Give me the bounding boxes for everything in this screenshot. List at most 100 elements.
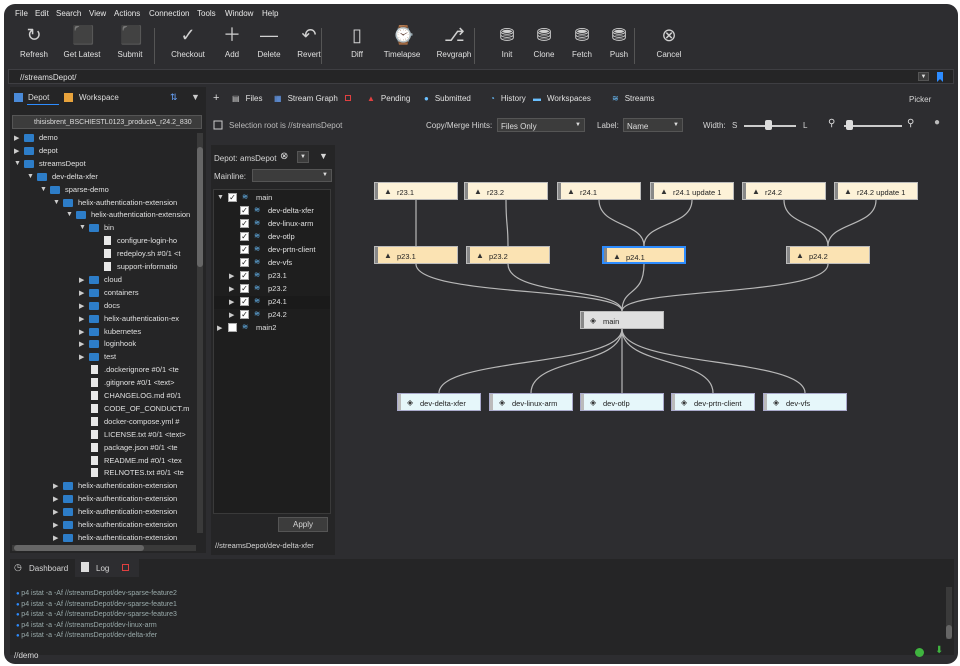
tab-history[interactable]: ◔History [490,94,526,103]
tree-item[interactable]: CODE_OF_CONDUCT.m [12,403,194,416]
stream-node-p24-1[interactable]: ▲p24.1 [602,246,686,264]
stream-item-dev-prtn-client[interactable]: ✓≋dev-prtn-client [240,244,316,254]
tab-workspaces[interactable]: ▬Workspaces [533,94,591,103]
stream-item-p24-1[interactable]: ▶✓≋p24.1 [214,296,330,309]
stream-checkbox[interactable]: ✓ [240,271,249,280]
stream-checkbox[interactable]: ✓ [240,297,249,306]
zoom-slider-thumb[interactable] [846,120,853,130]
stream-checkbox[interactable]: ✓ [240,284,249,293]
tree-item[interactable]: ▶helix-authentication-extension [53,494,178,504]
tree-item[interactable]: .dockerignore #0/1 <te [12,364,194,377]
filter-icon[interactable]: ▼ [191,92,200,102]
log-scrollbar[interactable] [946,587,952,639]
collapsed-arrow-icon[interactable]: ▶ [79,302,85,310]
zoom-out-icon[interactable]: ⚲ [828,118,836,129]
stream-node-p24-2[interactable]: ▲p24.2 [786,246,870,264]
add-tab-icon[interactable]: + [213,92,220,104]
tree-item[interactable]: configure-login-ho [12,235,194,248]
tree-item[interactable]: .gitignore #0/1 <text> [12,377,194,390]
tree-item[interactable]: ▼streamsDepot [14,158,86,168]
reset-zoom-icon[interactable]: ● [934,117,941,128]
tree-item[interactable]: ▶test [79,352,117,362]
collapsed-arrow-icon[interactable]: ▶ [53,522,59,529]
tree-item[interactable]: ▶helix-authentication-extension [53,481,178,491]
menu-view[interactable]: View [89,9,107,18]
tree-item[interactable]: redeploy.sh #0/1 <t [12,248,194,261]
tree-item[interactable]: ▼dev-delta-xfer [27,171,98,181]
diff-button[interactable]: ▯Diff [334,25,380,59]
collapsed-arrow-icon[interactable]: ▶ [79,315,85,323]
tree-item[interactable]: README.md #0/1 <tex [12,455,194,468]
close-log-icon[interactable] [122,564,129,571]
zoom-slider[interactable] [844,125,902,127]
filter-streams-icon[interactable]: ▼ [319,151,328,161]
tree-item[interactable]: ▼helix-authentication-extension [53,197,178,207]
expanded-arrow-icon[interactable]: ▼ [217,194,224,201]
init-button[interactable]: ⛃Init [484,25,530,59]
stream-item-dev-otlp[interactable]: ✓≋dev-otlp [240,231,295,241]
collapsed-arrow-icon[interactable]: ▶ [53,496,59,504]
tree-item[interactable]: ▶depot [14,145,58,155]
label-select[interactable]: Name▼ [623,118,683,132]
stream-graph[interactable]: ▲r23.1▲r23.2▲r24.1▲r24.1 update 1▲r24.2▲… [338,137,952,553]
download-icon[interactable]: ⬇ [935,645,944,656]
clone-button[interactable]: ⛃Clone [533,25,555,59]
expanded-arrow-icon[interactable]: ▼ [53,198,60,206]
collapsed-arrow-icon[interactable]: ▶ [14,135,20,142]
stream-item-p23-2[interactable]: ▶✓≋p23.2 [229,283,287,293]
menu-tools[interactable]: Tools [197,9,216,18]
tree-item[interactable]: docker-compose.yml # [12,416,194,429]
sort-icon[interactable]: ⇅ [170,92,178,102]
stream-node-dev-delta-xfer[interactable]: ◈dev-delta-xfer [397,393,481,411]
collapsed-arrow-icon[interactable]: ▶ [79,289,85,297]
stream-node-r24-1[interactable]: ▲r24.1 [557,182,641,200]
collapsed-arrow-icon[interactable]: ▶ [79,276,85,284]
tree-item[interactable]: ▶helix-authentication-ex [79,313,180,323]
clear-depot-icon[interactable]: ⊗ [280,151,289,162]
tree-item[interactable]: ▼bin [79,223,115,233]
cancel-button[interactable]: ⊗Cancel [656,25,682,59]
stream-node-dev-linux-arm[interactable]: ◈dev-linux-arm [489,393,573,411]
picker-label[interactable]: Picker [909,95,932,104]
menu-window[interactable]: Window [225,9,254,18]
tree-item[interactable]: ▼sparse-demo [40,184,109,194]
stream-item-dev-delta-xfer[interactable]: ✓≋dev-delta-xfer [240,205,314,215]
stream-checkbox[interactable] [228,323,237,332]
menu-help[interactable]: Help [262,9,279,18]
tree-scrollbar[interactable] [197,133,203,533]
width-slider-thumb[interactable] [765,120,772,130]
collapsed-arrow-icon[interactable]: ▶ [229,312,235,319]
stream-checkbox[interactable]: ✓ [240,258,249,267]
collapsed-arrow-icon[interactable]: ▶ [79,354,85,362]
tab-submitted[interactable]: ●Submitted [424,94,471,103]
revgraph-button[interactable]: ⎇Revgraph [436,25,472,59]
expanded-arrow-icon[interactable]: ▼ [66,211,73,219]
collapsed-arrow-icon[interactable]: ▶ [229,273,235,280]
tab-log[interactable]: Log [96,564,110,573]
stream-item-dev-linux-arm[interactable]: ✓≋dev-linux-arm [240,218,314,228]
expanded-arrow-icon[interactable]: ▼ [79,224,86,232]
stream-item-p24-2[interactable]: ▶✓≋p24.2 [229,309,287,319]
expanded-arrow-icon[interactable]: ▼ [27,172,34,180]
stream-node-dev-vfs[interactable]: ◈dev-vfs [763,393,847,411]
stream-item-p23-1[interactable]: ▶✓≋p23.1 [229,270,287,280]
stream-node-r23-2[interactable]: ▲r23.2 [464,182,548,200]
tree-item[interactable]: ▶helix-authentication-extension [53,532,178,542]
revert-button[interactable]: ↶Revert [297,25,321,59]
stream-tree[interactable]: ▼✓≋main✓≋dev-delta-xfer✓≋dev-linux-arm✓≋… [213,189,331,514]
tab-streams[interactable]: ≋Streams [612,94,655,103]
collapsed-arrow-icon[interactable]: ▶ [79,341,85,349]
submit-button[interactable]: ⬛Submit [117,25,143,59]
apply-button[interactable]: Apply [278,517,328,532]
stream-node-dev-otlp[interactable]: ◈dev-otlp [580,393,664,411]
bookmark-icon[interactable] [935,71,945,83]
stream-node-r24-2-update-1[interactable]: ▲r24.2 update 1 [834,182,918,200]
checkout-button[interactable]: ✓Checkout [171,25,205,59]
tab-depot[interactable]: Depot [28,93,50,102]
stream-checkbox[interactable]: ✓ [240,310,249,319]
tab-stream-graph[interactable]: ▦Stream Graph [274,94,351,103]
menu-edit[interactable]: Edit [35,9,49,18]
add-button[interactable]: ＋Add [223,25,241,59]
zoom-in-icon[interactable]: ⚲ [907,118,915,129]
menu-file[interactable]: File [15,9,28,18]
